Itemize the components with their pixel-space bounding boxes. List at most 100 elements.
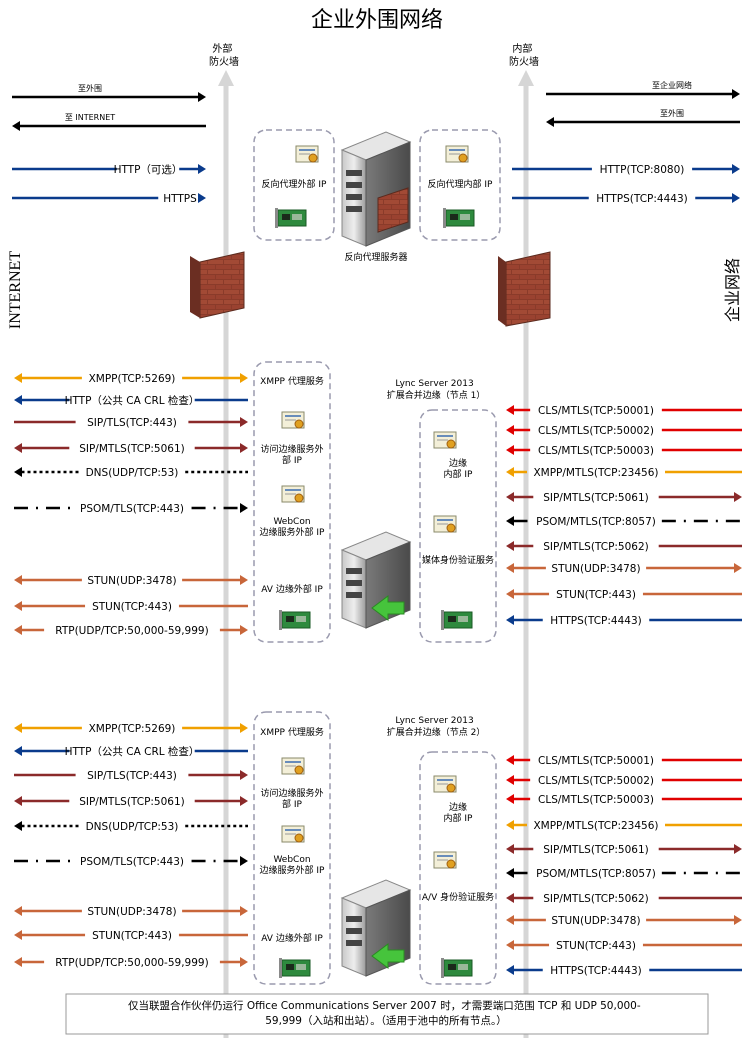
edge2-right-arrow-head-l-4 (506, 844, 514, 854)
edge1-left-arrow-7: STUN(TCP:443) (21, 601, 248, 613)
edge1-ext-label-1-line2: 部 IP (282, 454, 303, 466)
edge2-left-arrow-1: HTTP（公共 CA CRL 检查） (21, 745, 248, 758)
edge1-right-arrow-9: HTTPS(TCP:4443) (513, 615, 742, 627)
top-right-arrow-label-1: 至外围 (660, 108, 684, 118)
proxy-external-ip-label: 反向代理外部 IP (262, 178, 328, 190)
edge2-right-arrow-8: STUN(TCP:443) (513, 940, 742, 952)
edge2-right-arrow-head-l-5 (506, 868, 514, 878)
edge2-right-arrow-3: XMPP/MTLS(TCP:23456) (513, 820, 742, 832)
internet-side-label: INTERNET (7, 251, 24, 329)
edge2-left-arrow-label-0: XMPP(TCP:5269) (89, 723, 176, 735)
edge2-right-arrow-label-5: PSOM/MTLS(TCP:8057) (536, 868, 656, 880)
edge2-ext-label-0: XMPP 代理服务 (260, 726, 324, 738)
edge2-left-arrow-head-r-8 (240, 957, 248, 967)
edge2-right-arrow-head-l-8 (506, 940, 514, 950)
proxy-int-nic-icon (443, 208, 475, 228)
edge1-left-arrow-head-l-6 (14, 575, 22, 585)
edge1-title-line1: Lync Server 2013 (395, 379, 473, 389)
edge2-left-arrow-head-l-7 (14, 930, 22, 940)
edge1-right-arrow-head-r-4 (734, 492, 742, 502)
edge1-right-arrow-label-1: CLS/MTLS(TCP:50002) (538, 425, 654, 437)
edge2-right-arrow-5: PSOM/MTLS(TCP:8057) (513, 868, 742, 880)
edge1-right-arrow-head-l-5 (506, 516, 514, 526)
edge1-right-arrow-1: CLS/MTLS(TCP:50002) (513, 425, 742, 437)
edge1-left-arrow-head-r-6 (240, 575, 248, 585)
edge2-left-arrow-head-r-6 (240, 906, 248, 916)
top-left-arrow-head-r-3 (198, 193, 206, 203)
edge2-right-arrow-label-1: CLS/MTLS(TCP:50002) (538, 775, 654, 787)
edge2-right-arrow-head-l-2 (506, 794, 514, 804)
top-left-arrow-label-1: 至 INTERNET (65, 113, 115, 122)
edge2-right-arrow-1: CLS/MTLS(TCP:50002) (513, 775, 742, 787)
top-right-arrow-3: HTTPS(TCP:4443) (512, 193, 733, 205)
edge1-right-arrow-head-l-6 (506, 541, 514, 551)
edge2-left-arrow-head-l-3 (14, 796, 22, 806)
edge1-left-arrow-head-r-8 (240, 625, 248, 635)
edge2-right-arrow-label-3: XMPP/MTLS(TCP:23456) (533, 820, 658, 832)
top-right-arrow-head-r-2 (732, 164, 740, 174)
top-right-arrow-label-3: HTTPS(TCP:4443) (596, 193, 687, 205)
edge2-right-arrow-head-r-4 (734, 844, 742, 854)
edge2-right-arrow-7: STUN(UDP:3478) (513, 915, 735, 927)
edge1-right-arrow-3: XMPP/MTLS(TCP:23456) (513, 467, 742, 479)
edge2-left-arrow-6: STUN(UDP:3478) (21, 906, 241, 918)
edge1-left-arrow-4: DNS(UDP/TCP:53) (21, 467, 248, 479)
top-right-arrow-label-0: 至企业网络 (652, 80, 692, 90)
edge2-right-arrow-label-9: HTTPS(TCP:4443) (550, 965, 641, 977)
reverse-proxy-server-label: 反向代理服务器 (344, 251, 407, 263)
edge2-left-arrow-8: RTP(UDP/TCP:50,000-59,999) (21, 957, 241, 969)
corporate-side-label: 企业网络 (723, 258, 742, 322)
edge1-right-arrow-0: CLS/MTLS(TCP:50001) (513, 405, 742, 417)
edge1-left-arrow-head-l-4 (14, 467, 22, 477)
proxy-ext-certificate-icon (295, 145, 319, 163)
top-right-arrow-label-2: HTTP(TCP:8080) (600, 164, 685, 176)
edge1-ext-label-3-line1: AV 边缘外部 IP (261, 583, 323, 595)
edge2-right-arrow-head-r-7 (734, 915, 742, 925)
top-left-arrow-head-r-0 (198, 92, 206, 102)
edge2-internal-nic-icon (441, 958, 473, 978)
edge1-left-arrow-head-r-2 (240, 417, 248, 427)
edge1-access-certificate-icon (281, 411, 305, 429)
edge2-right-arrow-0: CLS/MTLS(TCP:50001) (513, 755, 742, 767)
edge1-left-arrow-label-4: DNS(UDP/TCP:53) (86, 467, 179, 479)
box-icons (275, 145, 475, 978)
edge1-right-arrow-5: PSOM/MTLS(TCP:8057) (513, 516, 742, 528)
edge2-right-arrow-label-2: CLS/MTLS(TCP:50003) (538, 794, 654, 806)
edge1-right-arrow-label-0: CLS/MTLS(TCP:50001) (538, 405, 654, 417)
edge1-title: Lync Server 2013 扩展合并边缘（节点 1） (387, 379, 486, 401)
edge2-av-nic-icon (279, 958, 311, 978)
edge2-int-label-1: A/V 身份验证服务 (422, 891, 494, 903)
edge2-right-arrow-6: SIP/MTLS(TCP:5062) (513, 893, 742, 905)
top-left-arrow-0: 至外围 (12, 83, 199, 99)
edge2-external-box (253, 711, 331, 985)
edge2-right-arrow-head-l-1 (506, 775, 514, 785)
edge1-left-arrow-8: RTP(UDP/TCP:50,000-59,999) (21, 625, 241, 637)
edge1-left-arrow-2: SIP/TLS(TCP:443) (14, 417, 241, 429)
internal-firewall-line (518, 70, 534, 1038)
edge1-left-arrow-5: PSOM/TLS(TCP:443) (14, 503, 241, 515)
edge1-ext-label-3: AV 边缘外部 IP (261, 583, 323, 595)
top-right-arrow-0: 至企业网络 (546, 80, 733, 96)
edge1-left-arrow-label-7: STUN(TCP:443) (92, 601, 172, 613)
edge2-right-arrow-head-l-7 (506, 915, 514, 925)
proxy-int-certificate-icon (445, 145, 469, 163)
edge1-ext-label-0: XMPP 代理服务 (260, 375, 324, 387)
edge2-left-arrow-label-1: HTTP（公共 CA CRL 检查） (65, 745, 200, 758)
top-right-arrow-head-r-0 (732, 89, 740, 99)
diagram-title: 企业外围网络 (311, 8, 443, 33)
edge2-right-arrow-label-8: STUN(TCP:443) (556, 940, 636, 952)
edge1-right-arrow-label-5: PSOM/MTLS(TCP:8057) (536, 516, 656, 528)
edge2-left-arrow-5: PSOM/TLS(TCP:443) (14, 856, 241, 868)
external-firewall-label-line1: 外部 (212, 42, 232, 55)
edge2-right-arrow-head-l-9 (506, 965, 514, 975)
edge2-left-arrow-label-4: DNS(UDP/TCP:53) (86, 821, 179, 833)
edge2-ext-label-2-line2: 边缘服务外部 IP (260, 864, 326, 876)
edge1-server-icon (340, 531, 412, 629)
edge2-right-arrow-label-7: STUN(UDP:3478) (551, 915, 640, 927)
edge1-right-arrow-label-4: SIP/MTLS(TCP:5061) (543, 492, 649, 504)
external-firewall-label: 外部 防火墙 (209, 42, 239, 68)
